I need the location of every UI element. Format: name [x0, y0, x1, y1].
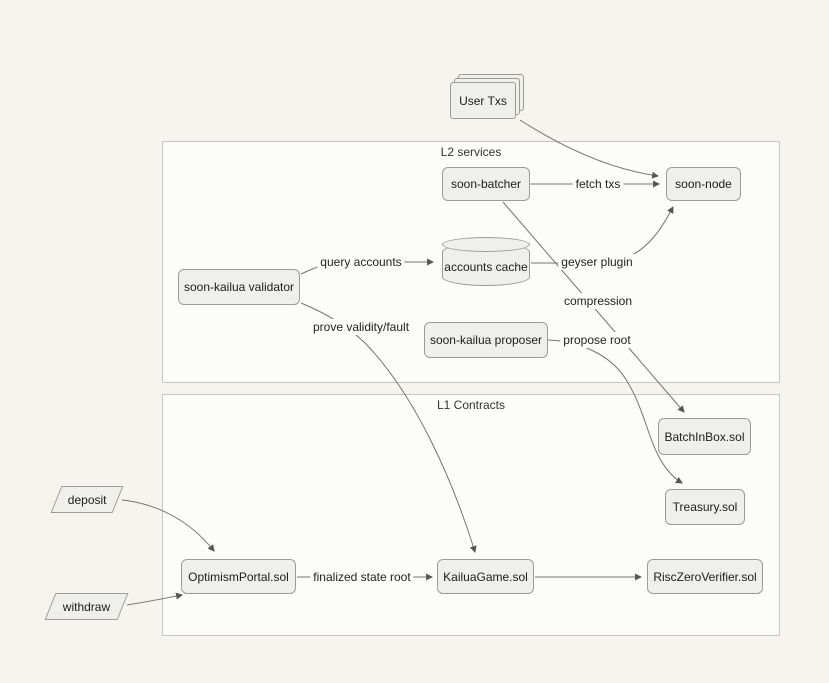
- node-batch-inbox: BatchInBox.sol: [658, 418, 751, 455]
- node-kailua-game: KailuaGame.sol: [437, 559, 534, 594]
- node-kailua-game-label: KailuaGame.sol: [443, 569, 528, 584]
- node-soon-node: soon-node: [666, 167, 741, 201]
- node-soon-kailua-proposer: soon-kailua proposer: [424, 322, 548, 358]
- node-user-txs: User Txs: [450, 82, 516, 119]
- edge-deposit-to-portal: [121, 499, 215, 552]
- node-user-txs-label: User Txs: [459, 93, 507, 108]
- edge-label-propose-root: propose root: [560, 332, 634, 348]
- node-risczero-verifier-label: RiscZeroVerifier.sol: [653, 569, 757, 584]
- node-soon-node-label: soon-node: [675, 177, 732, 191]
- node-accounts-cache-label: accounts cache: [444, 260, 528, 274]
- node-risczero-verifier: RiscZeroVerifier.sol: [647, 559, 763, 594]
- edge-user-txs-to-soon-node: [519, 119, 660, 179]
- node-soon-kailua-validator-label: soon-kailua validator: [183, 280, 295, 294]
- node-soon-batcher-label: soon-batcher: [450, 177, 522, 191]
- node-withdraw: withdraw: [44, 593, 129, 620]
- node-treasury: Treasury.sol: [665, 489, 745, 525]
- database-cylinder-lid: [442, 237, 530, 252]
- node-deposit-label: deposit: [67, 492, 107, 507]
- node-treasury-label: Treasury.sol: [672, 500, 738, 514]
- node-accounts-cache: accounts cache: [442, 237, 530, 286]
- edge-withdraw-to-portal: [126, 592, 184, 606]
- node-soon-kailua-proposer-label: soon-kailua proposer: [429, 333, 543, 347]
- edge-label-compression: compression: [560, 293, 636, 309]
- edge-label-geyser-plugin: geyser plugin: [558, 254, 636, 270]
- edge-label-fetch-txs: fetch txs: [572, 176, 624, 192]
- node-optimism-portal: OptimismPortal.sol: [181, 559, 296, 594]
- edge-propose-root: [547, 339, 683, 484]
- node-deposit: deposit: [50, 486, 124, 513]
- node-optimism-portal-label: OptimismPortal.sol: [188, 569, 289, 584]
- edge-label-prove-validity-fault: prove validity/fault: [309, 319, 413, 335]
- edge-label-query-accounts: query accounts: [317, 254, 405, 270]
- l1-contracts-label: L1 Contracts: [436, 398, 506, 412]
- l2-services-label: L2 services: [440, 145, 502, 159]
- node-withdraw-label: withdraw: [62, 599, 111, 614]
- node-soon-batcher: soon-batcher: [442, 167, 530, 201]
- edge-label-finalized-state-root: finalized state root: [310, 569, 414, 585]
- node-soon-kailua-validator: soon-kailua validator: [178, 269, 300, 305]
- node-batch-inbox-label: BatchInBox.sol: [664, 429, 745, 444]
